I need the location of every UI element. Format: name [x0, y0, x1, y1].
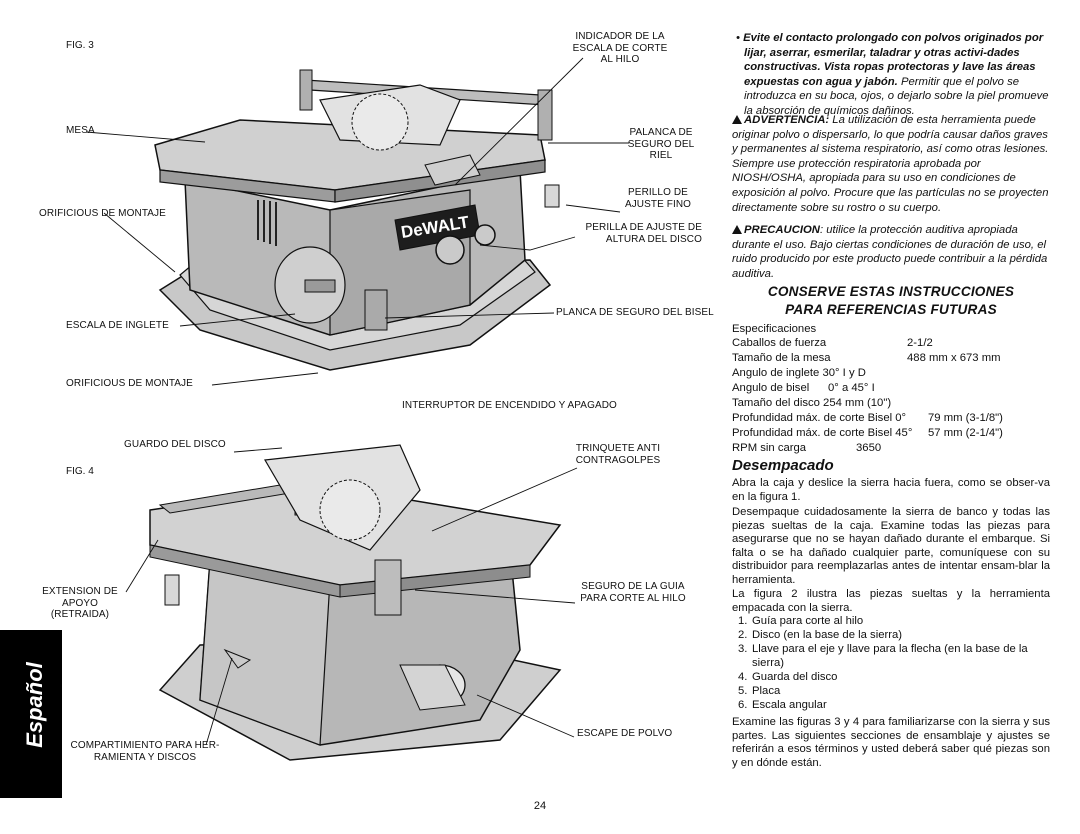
advertencia-text: La utilización de esta herramienta puede…	[732, 114, 1049, 214]
list-item-number: 2.	[738, 629, 748, 641]
paragraph-desempaque: Desempaque cuidadosamente la sierra de b…	[732, 506, 1050, 586]
label-compartimiento: COMPARTIMIENTO PARA HER- RAMIENTA Y DISC…	[70, 740, 220, 763]
label-perillo-ajuste: PERILLO DE AJUSTE FINO	[624, 187, 692, 210]
advertencia-label: ADVERTENCIA:	[744, 114, 830, 126]
label-extension-apoyo: EXTENSION DE APOYO (RETRAIDA)	[42, 586, 118, 620]
bullet-bold-text: Evite el contacto prolongado con polvos …	[743, 32, 1044, 88]
page-number: 24	[533, 800, 547, 812]
label-planca-bisel: PLANCA DE SEGURO DEL BISEL	[556, 307, 714, 318]
paragraph-abra: Abra la caja y deslice la sierra hacia f…	[732, 477, 1050, 503]
label-interruptor: INTERRUPTOR DE ENCENDIDO Y APAGADO	[402, 400, 617, 411]
paragraph-examine: Examine las figuras 3 y 4 para familiari…	[732, 716, 1050, 769]
language-side-tab: Español	[0, 630, 62, 798]
spec-key: Profundidad máx. de corte Bisel 0°	[732, 412, 907, 424]
label-palanca-seguro: PALANCA DE SEGURO DEL RIEL	[627, 127, 695, 161]
list-item-number: 6.	[738, 699, 748, 711]
spec-value: 3650	[856, 442, 882, 454]
label-escape-polvo: ESCAPE DE POLVO	[577, 728, 673, 739]
spec-key: RPM sin carga	[732, 442, 807, 454]
label-orificios-montaje-1: ORIFICIOUS DE MONTAJE	[39, 208, 166, 219]
list-item: Guarda del disco	[752, 671, 838, 683]
label-mesa: MESA	[66, 125, 95, 136]
list-item-number: 1.	[738, 615, 748, 627]
fig4-label: FIG. 4	[66, 466, 94, 477]
label-escala-inglete: ESCALA DE INGLETE	[66, 320, 169, 331]
spec-key: Profundidad máx. de corte Bisel 45°	[732, 427, 913, 439]
precaucion-paragraph: PRECAUCION: utilice la protección auditi…	[732, 223, 1050, 281]
dust-warning-bullet: • Evite el contacto prolongado con polvo…	[736, 32, 1049, 117]
paragraph-figura2: La figura 2 ilustra las piezas sueltas y…	[732, 588, 1050, 614]
heading-conserve: CONSERVE ESTAS INSTRUCCIONES	[767, 284, 1015, 299]
fig4-table-saw-illustration	[149, 444, 562, 761]
warning-triangle-icon	[732, 115, 742, 124]
spec-value: 0° a 45° I	[828, 382, 875, 394]
spec-key: Caballos de fuerza	[732, 337, 827, 349]
list-item: Escala angular	[752, 699, 827, 711]
advertencia-paragraph: ADVERTENCIA: La utilización de esta herr…	[732, 113, 1050, 215]
label-guardo-disco: GUARDO DEL DISCO	[124, 439, 226, 450]
spec-key: Angulo de inglete 30° I y D	[732, 367, 866, 379]
fig3-table-saw-illustration: DeWALT	[154, 69, 560, 371]
spec-key: Tamaño del disco 254 mm (10")	[732, 397, 892, 409]
language-tab-label: Español	[22, 662, 47, 748]
spec-value: 79 mm (3-1/8")	[928, 412, 1003, 424]
spec-value: 2-1/2	[907, 337, 933, 349]
label-perilla-altura: PERILLA DE AJUSTE DE ALTURA DEL DISCO	[585, 222, 702, 245]
list-item-number: 3.	[738, 643, 748, 655]
list-item-number: 4.	[738, 671, 748, 683]
spec-key: Tamaño de la mesa	[732, 352, 831, 364]
spec-value: 488 mm x 673 mm	[907, 352, 1001, 364]
caution-triangle-icon	[732, 225, 742, 234]
heading-referencias: PARA REFERENCIAS FUTURAS	[785, 302, 997, 317]
list-item: Disco (en la base de la sierra)	[752, 629, 903, 641]
list-item-number: 5.	[738, 685, 748, 697]
spec-key: Angulo de bisel	[732, 382, 810, 394]
spec-value: 57 mm (2-1/4")	[928, 427, 1003, 439]
list-item: Placa	[752, 685, 781, 697]
list-item: Llave para el eje y llave para la flecha…	[752, 643, 1028, 669]
precaucion-text: : utilice la protección auditiva apropia…	[732, 224, 1048, 280]
precaucion-label: PRECAUCION	[744, 224, 820, 236]
bullet-rest-text: Permitir que el polvo se introduzca en s…	[744, 75, 1049, 117]
list-item: Guía para corte al hilo	[752, 615, 864, 627]
desempacado-heading: Desempacado	[732, 457, 834, 474]
label-trinquete: TRINQUETE ANTI CONTRAGOLPES	[575, 443, 661, 466]
label-orificios-montaje-2: ORIFICIOUS DE MONTAJE	[66, 378, 193, 389]
specs-title: Especificaciones	[732, 323, 817, 335]
fig3-label: FIG. 3	[66, 40, 94, 51]
label-seguro-guia: SEGURO DE LA GUIA PARA CORTE AL HILO	[580, 581, 686, 604]
label-indicador-escala: INDICADOR DE LA ESCALA DE CORTE AL HILO	[572, 31, 668, 65]
